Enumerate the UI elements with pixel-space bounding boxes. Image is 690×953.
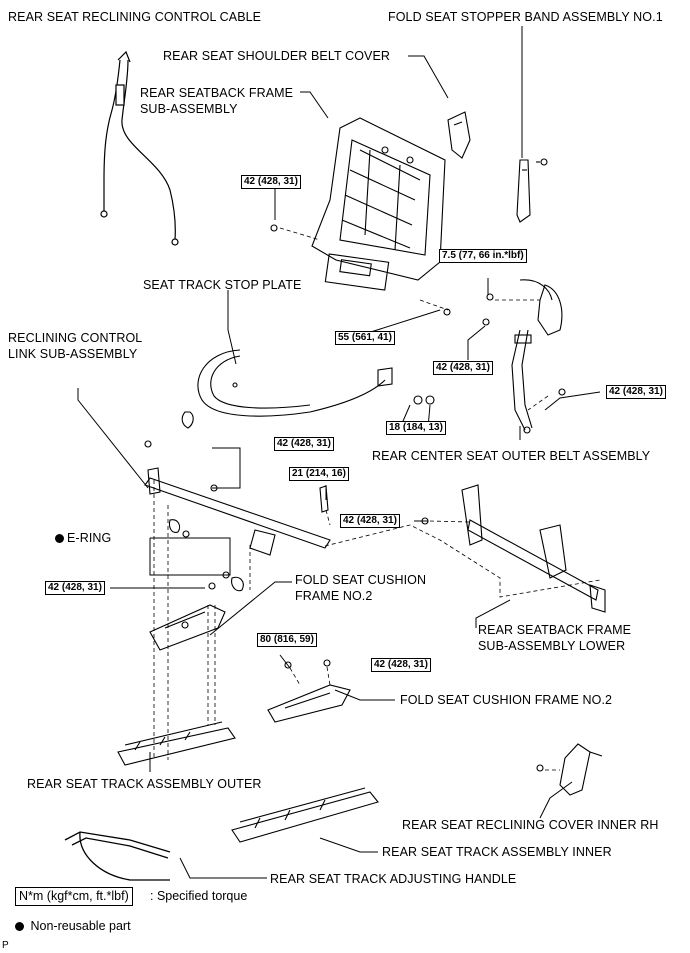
fold-seat-cushion-frame-upper-drawing [149, 604, 226, 651]
label-adjusting-handle: REAR SEAT TRACK ADJUSTING HANDLE [270, 872, 517, 886]
torque-value-11: 80 (816, 59) [257, 633, 317, 647]
label-reclining-cover-inner: REAR SEAT RECLINING COVER INNER RH [402, 818, 659, 832]
label-fold-seat-stopper-band: FOLD SEAT STOPPER BAND ASSEMBLY NO.1 [388, 10, 663, 24]
label-seatback-lower-line2: SUB-ASSEMBLY LOWER [478, 639, 626, 653]
rear-seat-track-inner-drawing [231, 787, 379, 843]
center-seat-belt-drawing [482, 279, 566, 434]
label-reclining-link-line1: RECLINING CONTROL [8, 331, 143, 345]
seat-track-stop-plate-drawing [181, 224, 451, 429]
label-center-seat-outer-belt: REAR CENTER SEAT OUTER BELT ASSEMBLY [372, 449, 651, 463]
label-cushion-frame-lower: FOLD SEAT CUSHION FRAME NO.2 [400, 693, 613, 707]
torque-value-2: 7.5 (77, 66 in.*lbf) [439, 249, 527, 263]
label-seatback-lower-line1: REAR SEATBACK FRAME [478, 623, 632, 637]
label-reclining-control-cable: REAR SEAT RECLINING CONTROL CABLE [8, 10, 262, 24]
torque-value-5: 42 (428, 31) [606, 385, 666, 399]
label-cushion-frame-upper-line1: FOLD SEAT CUSHION [295, 573, 427, 587]
stopper-band-drawing [516, 158, 548, 223]
label-seat-track-stop-plate: SEAT TRACK STOP PLATE [143, 278, 302, 292]
torque-value-12: 42 (428, 31) [371, 658, 431, 672]
torque-value-1: 42 (428, 31) [241, 175, 301, 189]
reclining-cover-inner-drawing [536, 743, 603, 796]
non-reusable-dot-icon [55, 534, 64, 544]
label-seatback-frame-line1: REAR SEATBACK FRAME [140, 86, 294, 100]
rear-seatback-frame-lower-drawing [421, 484, 606, 613]
legend-dot-icon [15, 922, 24, 932]
torque-value-3: 55 (561, 41) [335, 331, 395, 345]
rear-seat-track-outer-drawing [117, 721, 236, 766]
label-e-ring-text: E-RING [67, 531, 112, 545]
seat-track-adjusting-handle-drawing [64, 831, 171, 881]
torque-value-4: 42 (428, 31) [433, 361, 493, 375]
legend-non-reusable: Non-reusable part [15, 919, 131, 934]
label-track-inner: REAR SEAT TRACK ASSEMBLY INNER [382, 845, 612, 859]
label-seatback-frame-line2: SUB-ASSEMBLY [140, 102, 238, 116]
label-e-ring: E-RING [55, 531, 111, 546]
label-reclining-link-line2: LINK SUB-ASSEMBLY [8, 347, 138, 361]
legend-non-reusable-text: Non-reusable part [30, 919, 131, 933]
fold-seat-cushion-frame-lower-drawing [267, 659, 351, 723]
legend-torque-unit-box: N*m (kgf*cm, ft.*lbf) [15, 887, 133, 906]
torque-value-10: 42 (428, 31) [45, 581, 105, 595]
label-cushion-frame-upper-line2: FRAME NO.2 [295, 589, 373, 603]
torque-value-7: 42 (428, 31) [274, 437, 334, 451]
torque-value-8: 21 (214, 16) [289, 467, 349, 481]
corner-mark: P [2, 940, 9, 951]
torque-value-6: 18 (184, 13) [386, 421, 446, 435]
legend-torque-text: : Specified torque [150, 889, 248, 903]
label-track-outer: REAR SEAT TRACK ASSEMBLY OUTER [27, 777, 262, 791]
rear-seatback-frame-drawing [311, 117, 446, 291]
label-shoulder-belt-cover: REAR SEAT SHOULDER BELT COVER [163, 49, 391, 63]
reclining-control-cable-drawing [100, 50, 179, 246]
shoulder-belt-cover-drawing [447, 111, 471, 159]
reclining-control-link-drawing [144, 440, 331, 592]
torque-value-9: 42 (428, 31) [340, 514, 400, 528]
